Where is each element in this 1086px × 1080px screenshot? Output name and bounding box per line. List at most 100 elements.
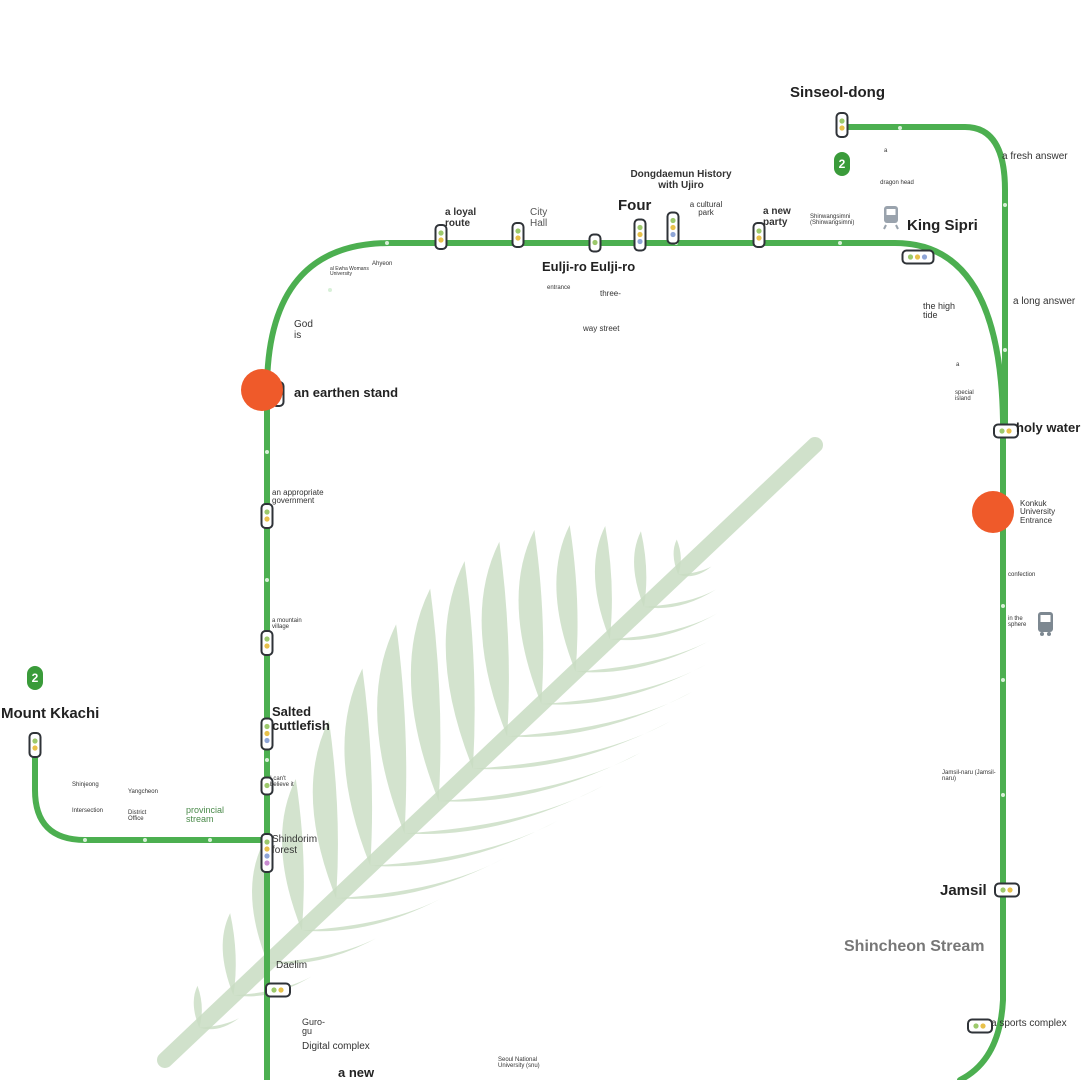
station-marker[interactable]: [28, 732, 42, 758]
track-dot: [83, 838, 87, 842]
station-label-dongdaemun[interactable]: Dongdaemun History with Ujiro: [630, 169, 732, 191]
station-marker[interactable]: [588, 233, 602, 253]
station-label-holy-water[interactable]: holy water: [1016, 420, 1081, 435]
line-dot: [592, 239, 598, 246]
station-box[interactable]: [994, 882, 1020, 898]
line-dot: [515, 235, 521, 241]
leaf-frond: [301, 895, 446, 932]
station-marker[interactable]: [260, 630, 274, 656]
transfer-circle-earthen-stand[interactable]: [241, 369, 283, 411]
station-marker[interactable]: [633, 218, 647, 252]
station-label-guro[interactable]: Guro-gu: [302, 1017, 326, 1037]
station-box[interactable]: [511, 222, 525, 248]
station-marker[interactable]: [260, 717, 274, 751]
station-label-sinseol-dong[interactable]: Sinseol-dong: [790, 84, 885, 101]
leaf-frond: [609, 613, 718, 641]
station-label-shincheon[interactable]: Shincheon Stream: [844, 938, 985, 955]
station-box[interactable]: [260, 630, 274, 656]
line-dot: [264, 839, 270, 845]
station-marker[interactable]: [511, 222, 525, 248]
line-dot: [637, 238, 643, 245]
station-label-yangcheon[interactable]: Yangcheon: [128, 789, 158, 795]
station-marker[interactable]: [901, 249, 935, 265]
station-label-long-answer[interactable]: a long answer: [1013, 296, 1076, 307]
station-label-sports-complex[interactable]: a sports complex: [991, 1018, 1067, 1029]
line-2-badge: 2: [27, 666, 43, 690]
train-icon: [883, 206, 899, 230]
station-label-way-street: way street: [583, 324, 620, 333]
station-box[interactable]: [967, 1018, 993, 1034]
transfer-circle-konkuk[interactable]: [972, 491, 1014, 533]
station-marker[interactable]: [434, 224, 448, 250]
station-label-provincial-stream[interactable]: provincial stream: [186, 805, 225, 825]
line-2-badge: 2: [834, 152, 850, 176]
station-marker[interactable]: [752, 222, 766, 248]
station-box[interactable]: [993, 423, 1019, 439]
leaf-frond: [199, 1018, 240, 1030]
station-box[interactable]: [28, 732, 42, 758]
station-label-seongsu[interactable]: confection: [1008, 572, 1036, 578]
station-box[interactable]: [752, 222, 766, 248]
station-label-eulji-ro[interactable]: Eulji-ro Eulji-ro: [542, 259, 636, 274]
station-label-new-party[interactable]: a new party: [763, 206, 791, 228]
station-marker[interactable]: [265, 982, 291, 998]
station-label-appropriate-gov[interactable]: an appropriate government: [272, 488, 324, 506]
station-label-in-the-sphere[interactable]: in the sphere: [1008, 616, 1027, 629]
station-label-ahyeon[interactable]: Ahyeon: [372, 261, 393, 267]
station-marker[interactable]: [260, 833, 274, 873]
station-label-intersection[interactable]: Intersection: [72, 808, 104, 814]
station-label-shinwangsimni[interactable]: Shinwangsimni (Shinwangsimni): [810, 214, 855, 227]
leaf-frond: [267, 935, 381, 964]
station-marker[interactable]: [967, 1018, 993, 1034]
station-label-earthen-stand[interactable]: an earthen stand: [294, 385, 399, 400]
line-dot: [438, 230, 444, 236]
station-label-ewha[interactable]: al Ewha Womans University: [330, 266, 369, 278]
station-label-dragon-head[interactable]: dragon head: [880, 180, 914, 186]
station-marker[interactable]: [993, 423, 1019, 439]
station-box[interactable]: [835, 112, 849, 138]
station-marker[interactable]: [994, 882, 1020, 898]
station-label-four[interactable]: Four: [618, 197, 652, 214]
line-dot: [264, 636, 270, 642]
station-label-digital-complex[interactable]: Digital complex: [302, 1041, 370, 1052]
station-label-jamsilnaru[interactable]: Jamsil-naru (Jamsil-naru): [942, 770, 996, 783]
line-dot: [637, 224, 643, 231]
station-label-jamsil[interactable]: Jamsil: [940, 882, 987, 899]
station-label-god-is[interactable]: God is: [294, 319, 313, 341]
station-label-daelim[interactable]: Daelim: [276, 960, 308, 971]
station-box[interactable]: [265, 982, 291, 998]
station-label-fresh-answer[interactable]: a fresh answer: [1002, 151, 1068, 162]
track-dot: [1001, 793, 1005, 797]
station-marker[interactable]: [666, 211, 680, 245]
station-label-city-hall[interactable]: City Hall: [530, 207, 548, 229]
station-label-loyal-route[interactable]: a loyal route: [445, 207, 477, 229]
station-label-mountain-village[interactable]: a mountain village: [272, 618, 302, 631]
station-marker[interactable]: [260, 776, 274, 796]
line-dot: [264, 730, 270, 737]
station-label-high-tide[interactable]: the high tide: [923, 301, 956, 321]
station-label-district-office[interactable]: District Office: [128, 810, 147, 823]
leaf-frond: [193, 985, 202, 1028]
station-label-mount-kkachi[interactable]: Mount Kkachi: [1, 705, 100, 722]
line-dot: [264, 860, 270, 866]
station-box[interactable]: [260, 503, 274, 529]
station-label-cant-believe[interactable]: I can't believe it: [270, 776, 294, 789]
station-label-king-sipri[interactable]: King Sipri: [907, 217, 978, 234]
station-marker[interactable]: [835, 112, 849, 138]
station-label-snu[interactable]: Seoul National University (snu): [498, 1057, 540, 1070]
station-label-shindorim[interactable]: Shindorim forest: [272, 834, 318, 856]
station-label-a-new[interactable]: a new: [338, 1065, 375, 1080]
station-label-konkuk[interactable]: Konkuk University Entrance: [1020, 499, 1056, 525]
station-box[interactable]: [434, 224, 448, 250]
station-label-salted-cuttlefish[interactable]: Salted cuttlefish: [272, 704, 330, 733]
station-box[interactable]: [260, 833, 274, 873]
track-dot: [1003, 348, 1007, 352]
station-label-shinjeong[interactable]: Shinjeong: [72, 782, 99, 788]
line-dot: [264, 723, 270, 730]
track-dot: [1001, 604, 1005, 608]
station-label-special-island[interactable]: special island: [955, 390, 974, 403]
station-label-cultural-park[interactable]: a cultural park: [689, 200, 723, 218]
station-marker[interactable]: [260, 503, 274, 529]
leaf-frond: [678, 566, 712, 577]
leaf-frond: [634, 531, 647, 607]
